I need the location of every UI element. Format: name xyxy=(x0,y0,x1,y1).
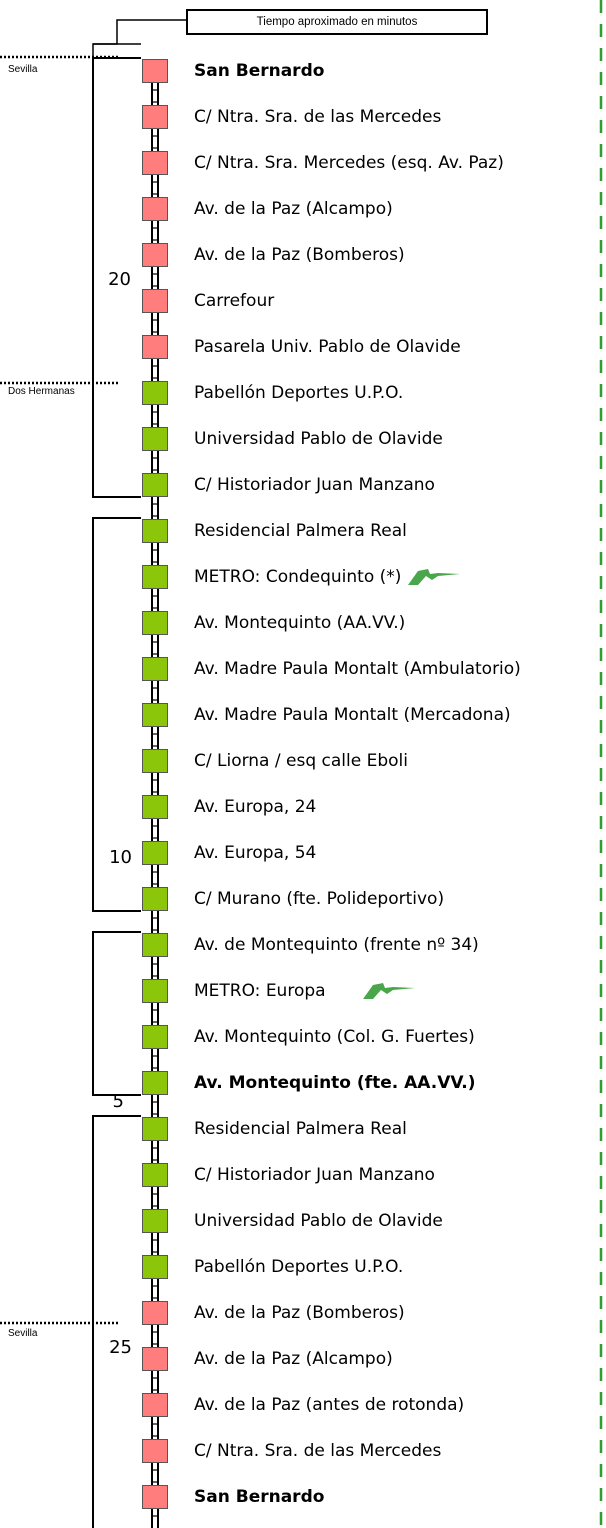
stop-marker xyxy=(142,243,168,267)
stop-marker xyxy=(142,289,168,313)
stop-marker xyxy=(142,979,168,1003)
stop-label: C/ Ntra. Sra. Mercedes (esq. Av. Paz) xyxy=(194,153,504,173)
stop-label: Pasarela Univ. Pablo de Olavide xyxy=(194,337,461,357)
stop-marker xyxy=(142,1163,168,1187)
stop-label: C/ Ntra. Sra. de las Mercedes xyxy=(194,1441,442,1461)
stop-label: C/ Historiador Juan Manzano xyxy=(194,475,435,495)
zone-label-dos-hermanas: Dos Hermanas xyxy=(8,386,75,397)
stop-label: C/ Murano (fte. Polideportivo) xyxy=(194,889,445,909)
zone-label-sevilla-bottom: Sevilla xyxy=(8,1328,38,1339)
stop-label: Universidad Pablo de Olavide xyxy=(194,429,443,449)
stop-marker xyxy=(142,565,168,589)
stop-marker xyxy=(142,1301,168,1325)
stop-marker xyxy=(142,427,168,451)
stop-label: Pabellón Deportes U.P.O. xyxy=(194,383,404,403)
title-box: Tiempo aproximado en minutos xyxy=(186,9,488,35)
stop-label: C/ Historiador Juan Manzano xyxy=(194,1165,435,1185)
stop-marker xyxy=(142,1209,168,1233)
stop-label: Av. Montequinto (fte. AA.VV.) xyxy=(194,1073,476,1093)
stop-marker xyxy=(142,151,168,175)
stop-label: Carrefour xyxy=(194,291,275,311)
stop-label: Universidad Pablo de Olavide xyxy=(194,1211,443,1231)
stop-label: Pabellón Deportes U.P.O. xyxy=(194,1257,404,1277)
stop-label: Av. Madre Paula Montalt (Mercadona) xyxy=(194,705,511,725)
stop-label: Residencial Palmera Real xyxy=(194,1119,407,1139)
stop-label: Av. Montequinto (Col. G. Fuertes) xyxy=(194,1027,475,1047)
stop-label: METRO: Condequinto (*) xyxy=(194,567,402,587)
stop-label: Av. Madre Paula Montalt (Ambulatorio) xyxy=(194,659,521,679)
stop-marker xyxy=(142,197,168,221)
stop-label: San Bernardo xyxy=(194,61,325,81)
stop-marker xyxy=(142,887,168,911)
stop-label: Av. de la Paz (Alcampo) xyxy=(194,1349,393,1369)
stop-label: Av. Montequinto (AA.VV.) xyxy=(194,613,406,633)
stop-marker xyxy=(142,59,168,83)
stop-label: Av. de la Paz (antes de rotonda) xyxy=(194,1395,465,1415)
stop-marker xyxy=(142,335,168,359)
stop-marker xyxy=(142,519,168,543)
stop-marker xyxy=(142,657,168,681)
stop-label: Av. Europa, 54 xyxy=(194,843,317,863)
stop-marker xyxy=(142,1117,168,1141)
stop-label: Av. de Montequinto (frente nº 34) xyxy=(194,935,479,955)
stop-marker xyxy=(142,473,168,497)
stop-label: METRO: Europa xyxy=(194,981,326,1001)
stop-marker xyxy=(142,933,168,957)
stop-marker xyxy=(142,381,168,405)
group-bracket-4 xyxy=(92,1115,141,1528)
group-bracket-3 xyxy=(92,931,141,1096)
metro-logo-icon xyxy=(408,569,460,585)
zone-label-sevilla-top: Sevilla xyxy=(8,64,38,75)
stop-label: Residencial Palmera Real xyxy=(194,521,407,541)
stop-label: Av. de la Paz (Alcampo) xyxy=(194,199,393,219)
stop-marker xyxy=(142,749,168,773)
minutes-group-3: 5 xyxy=(112,1091,124,1112)
stop-label: C/ Liorna / esq calle Eboli xyxy=(194,751,408,771)
stop-marker xyxy=(142,1439,168,1463)
stop-marker xyxy=(142,1255,168,1279)
stop-label: Av. Europa, 24 xyxy=(194,797,317,817)
minutes-group-1: 20 xyxy=(108,269,131,290)
stop-marker xyxy=(142,795,168,819)
stop-marker xyxy=(142,1347,168,1371)
minutes-group-4: 25 xyxy=(109,1337,132,1358)
stop-marker xyxy=(142,611,168,635)
stop-marker xyxy=(142,703,168,727)
title-connector xyxy=(92,19,186,58)
stop-marker xyxy=(142,105,168,129)
stop-label: Av. de la Paz (Bomberos) xyxy=(194,1303,405,1323)
stop-label: C/ Ntra. Sra. de las Mercedes xyxy=(194,107,442,127)
minutes-group-2: 10 xyxy=(109,847,132,868)
stop-marker xyxy=(142,1393,168,1417)
stop-label: Av. de la Paz (Bomberos) xyxy=(194,245,405,265)
stop-marker xyxy=(142,1025,168,1049)
stop-marker xyxy=(142,841,168,865)
stop-label: San Bernardo xyxy=(194,1487,325,1507)
stop-marker xyxy=(142,1071,168,1095)
metro-logo-icon xyxy=(363,983,415,999)
group-bracket-2 xyxy=(92,517,141,912)
stop-marker xyxy=(142,1485,168,1509)
